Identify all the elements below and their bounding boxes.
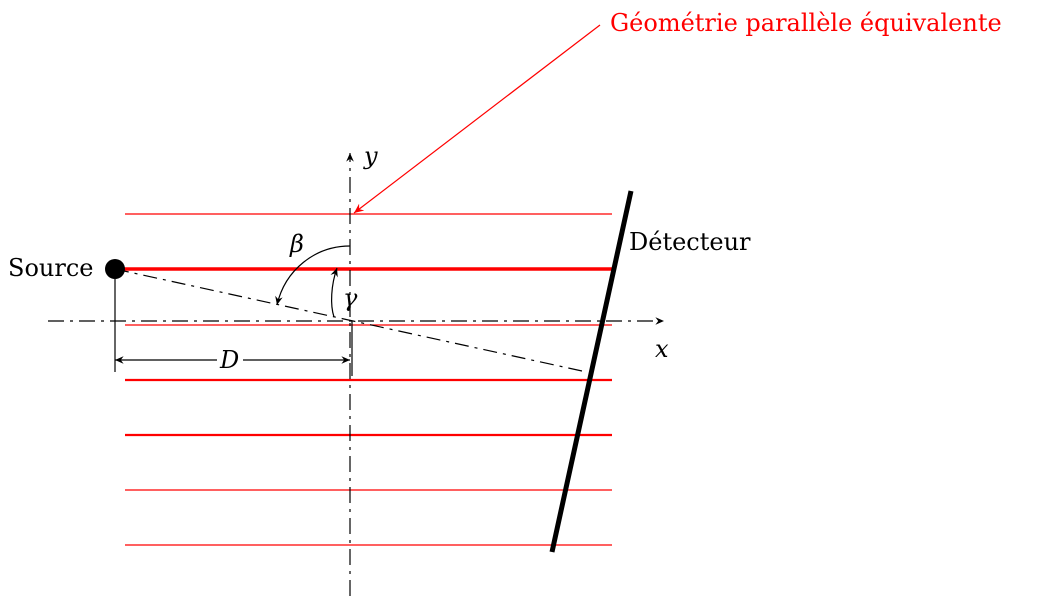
detector-label: Détecteur — [629, 228, 751, 256]
x-axis-label: x — [655, 335, 669, 363]
gamma-label: γ — [343, 284, 358, 312]
detector-line — [549, 190, 634, 553]
parallel-rays — [115, 213, 612, 546]
title-label: Géométrie parallèle équivalente — [610, 9, 1002, 37]
beta-label: β — [289, 230, 304, 258]
source-label: Source — [8, 254, 93, 282]
beta-angle-arc — [275, 245, 351, 306]
fan-ray — [114, 268, 583, 372]
annotation-arrow — [353, 24, 601, 214]
y-axis-label: y — [363, 142, 378, 170]
source-point — [105, 259, 125, 279]
distance-label: D — [219, 346, 239, 374]
gamma-angle-arc — [330, 267, 338, 318]
distance-dimension — [115, 321, 353, 376]
axes — [48, 153, 664, 596]
